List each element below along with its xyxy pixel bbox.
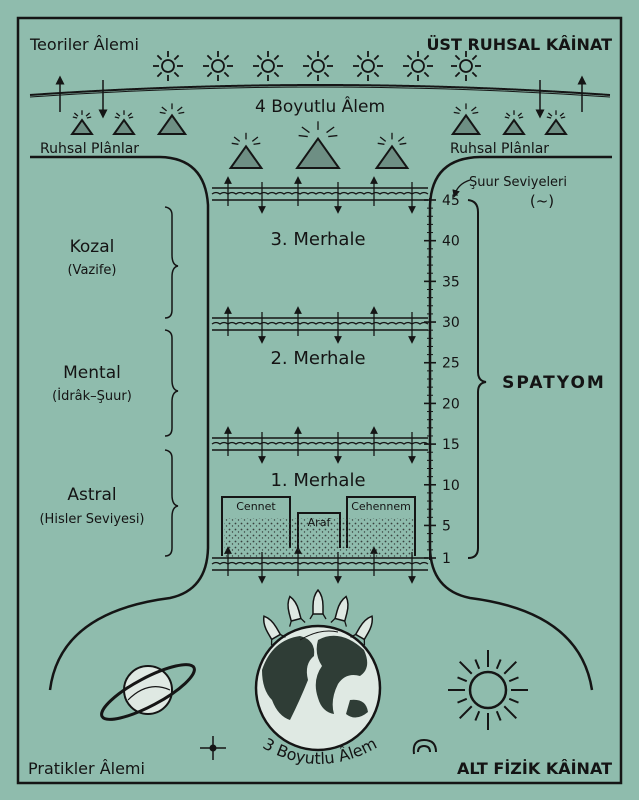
scale-tick: 5	[424, 518, 451, 534]
triangle-icon	[374, 132, 410, 169]
consciousness-scale: 45 40 35 30 25 20 15 10 5 1	[424, 193, 460, 567]
ruhsal-triangles	[70, 103, 568, 169]
four-dim-title: 4 Boyutlu Âlem	[255, 95, 385, 117]
left-column-boundary	[30, 155, 210, 691]
upper-wavy-boundary-2	[29, 86, 611, 98]
scale-tick-label: 20	[442, 396, 460, 412]
mental-label: Mental	[63, 363, 121, 383]
astral-bracket	[164, 449, 179, 557]
sun-icon	[253, 51, 283, 81]
scale-tick: 1	[424, 551, 451, 567]
astral-label: Astral	[67, 485, 116, 505]
spiral-icon	[412, 738, 437, 755]
sun-icon	[353, 51, 383, 81]
globe-icon	[254, 624, 382, 752]
stage-dividers	[211, 176, 429, 584]
triangle-icon	[70, 110, 94, 135]
consciousness-pointer-arrow	[452, 179, 471, 198]
saturn-icon	[100, 663, 196, 721]
rocket-icon	[309, 588, 327, 620]
scale-tick-label: 30	[442, 315, 460, 331]
astral-sub: (Hisler Seviyesi)	[39, 512, 144, 527]
sun-icon	[203, 51, 233, 81]
right-column-boundary	[428, 155, 612, 691]
dotted-region	[224, 518, 414, 558]
triangle-icon	[502, 110, 526, 135]
upper-wavy-boundary	[29, 84, 611, 96]
divider-line	[211, 426, 429, 464]
triangle-icon	[450, 103, 482, 135]
bottom-left-label: Pratikler Âlemi	[28, 759, 145, 778]
right-planes-label: Ruhsal Plânlar	[450, 141, 549, 157]
scale-tick: 15	[424, 437, 460, 453]
scale-tick-label: 25	[442, 356, 460, 372]
triangle-icon	[112, 110, 136, 135]
mental-sub: (İdrâk–Şuur)	[52, 388, 132, 404]
left-planes-label: Ruhsal Plânlar	[40, 141, 139, 157]
rocket-icon	[262, 615, 286, 646]
outer-frame	[16, 16, 623, 785]
kozal-label: Kozal	[70, 237, 115, 257]
sun-icon	[153, 51, 183, 81]
stage-3-label: 3. Merhale	[270, 229, 365, 250]
scale-tick: 35	[424, 274, 460, 290]
top-left-label: Teoriler Âlemi	[29, 35, 139, 54]
divider-line	[211, 176, 429, 214]
scale-tick-label: 10	[442, 478, 460, 494]
kozal-bracket	[164, 206, 179, 319]
scale-tick-label: 45	[442, 193, 460, 209]
triangle-icon	[544, 110, 568, 135]
scale-tick: 30	[424, 315, 460, 331]
spatyom-label: SPATYOM	[502, 373, 606, 393]
scale-tick-label: 35	[442, 274, 460, 290]
scale-tick: 25	[424, 356, 460, 372]
heaven-label: Cennet	[236, 500, 276, 513]
scale-tick: 40	[424, 234, 460, 250]
top-right-label: ÜST RUHSAL KÂİNAT	[426, 35, 612, 54]
sun-icon-large	[448, 650, 528, 730]
hell-label: Cehennem	[351, 500, 411, 513]
stage-2-label: 2. Merhale	[270, 348, 365, 369]
consciousness-title: Şuur Seviyeleri	[469, 175, 567, 190]
triangle-icon	[156, 103, 188, 135]
sun-icon	[451, 51, 481, 81]
sun-icon	[403, 51, 433, 81]
rocket-icon	[287, 595, 306, 627]
rockets	[262, 588, 374, 646]
suns-row	[153, 51, 481, 81]
purgatory-label: Araf	[308, 516, 332, 529]
scale-tick: 20	[424, 396, 460, 412]
rocket-icon	[350, 615, 374, 646]
scale-tick-label: 1	[442, 551, 451, 567]
kozal-sub: (Vazife)	[67, 263, 116, 278]
scale-tick: 10	[424, 478, 460, 494]
triangle-icon	[295, 121, 341, 169]
stage-1-label: 1. Merhale	[270, 470, 365, 491]
bottom-right-label: ALT FİZİK KÂİNAT	[457, 759, 612, 778]
mental-bracket	[164, 329, 179, 437]
crosshair-icon	[200, 736, 226, 760]
triangle-icon	[228, 132, 264, 169]
spatyom-bracket	[467, 199, 487, 559]
sun-icon	[303, 51, 333, 81]
scale-tick-label: 5	[442, 518, 451, 534]
rocket-icon	[330, 595, 349, 627]
consciousness-symbol: (~)	[530, 192, 554, 210]
scale-tick-label: 40	[442, 234, 460, 250]
divider-line	[211, 306, 429, 344]
scale-tick-label: 15	[442, 437, 460, 453]
